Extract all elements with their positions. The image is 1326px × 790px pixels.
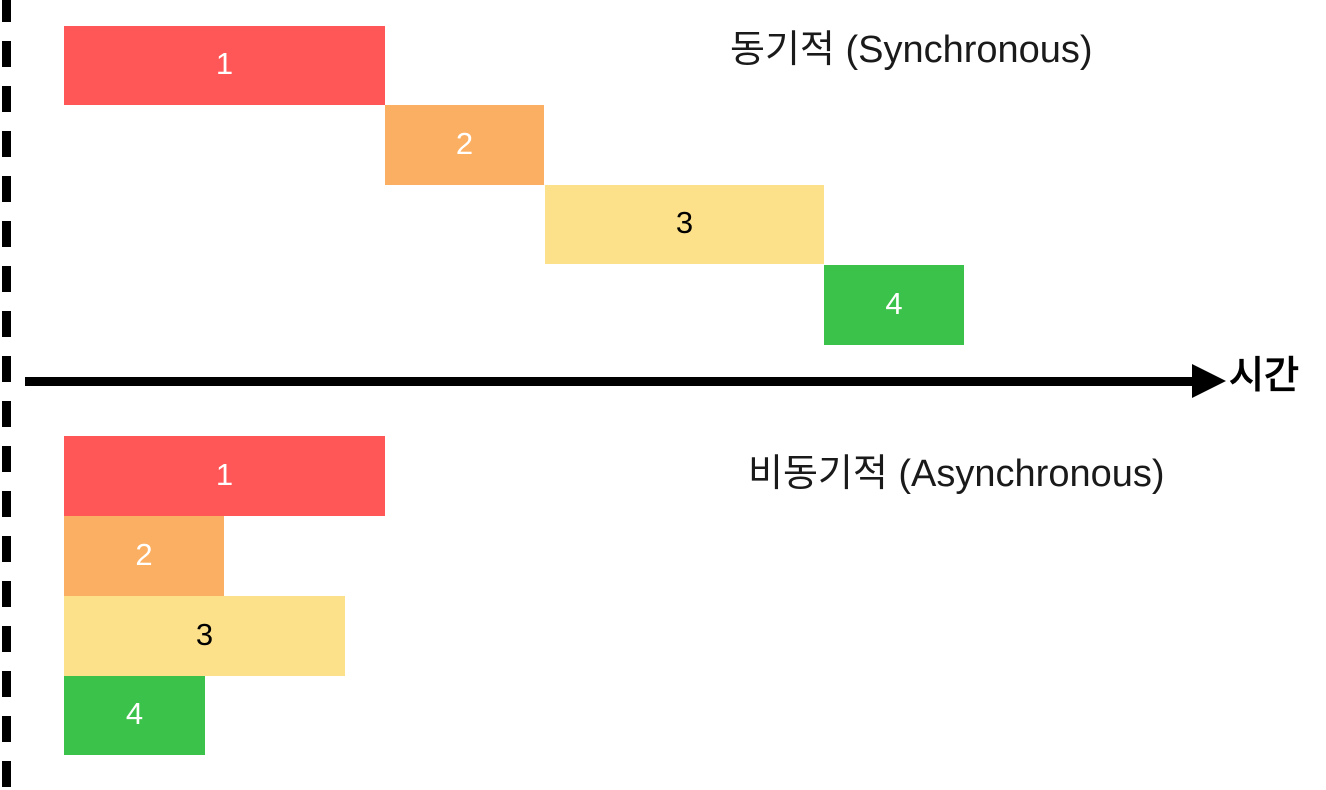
task-bar-synchronous-2: 2 [385,105,544,185]
section-caption-asynchronous: 비동기적 (Asynchronous) [748,453,1165,495]
arrow-right-icon [1192,364,1226,398]
time-axis-label: 시간 [1229,355,1299,397]
task-bar-synchronous-3: 3 [545,185,824,264]
task-bar-asynchronous-3: 3 [64,596,345,676]
task-bar-label: 3 [675,205,694,240]
task-bar-synchronous-4: 4 [824,265,964,345]
task-bar-label: 2 [135,536,153,572]
task-bar-label: 2 [455,125,474,161]
task-bar-label: 4 [885,285,903,321]
task-bar-synchronous-1: 1 [64,26,385,105]
task-bar-asynchronous-2: 2 [64,516,224,596]
section-caption-synchronous: 동기적 (Synchronous) [730,29,1093,71]
task-bar-asynchronous-4: 4 [64,676,205,755]
task-bar-label: 3 [195,616,214,652]
left-dashed-rail [2,0,11,790]
task-bar-asynchronous-1: 1 [64,436,385,516]
task-bar-label: 1 [215,46,234,81]
time-axis-line [25,376,1192,386]
task-bar-label: 1 [215,456,234,492]
task-bar-label: 4 [125,696,144,731]
